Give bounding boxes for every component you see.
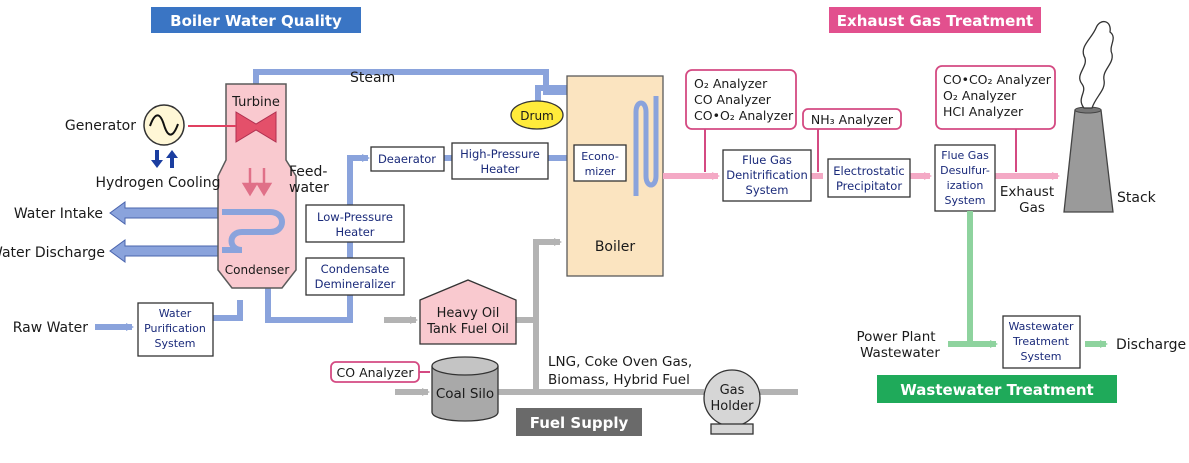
feed-water-label-2: water <box>289 180 329 196</box>
drum-label: Drum <box>520 109 553 123</box>
boiler-coil-icon <box>633 96 659 196</box>
flue-gas-desulfurization-box <box>934 144 996 212</box>
power-plant-wastewater-label-1: Power Plant <box>856 329 935 345</box>
exhaust-gas-treatment-banner <box>829 7 1041 33</box>
o2-analyzer-label: O₂ Analyzer <box>694 76 768 91</box>
turbine-label: Turbine <box>231 95 280 110</box>
hci-analyzer-label: HCI Analyzer <box>943 104 1024 119</box>
power-plant-wastewater-label-2: Wastewater <box>860 345 940 361</box>
desulfurization-line2: Desulfur- <box>940 164 990 177</box>
co-o2-analyzer-label: CO•O₂ Analyzer <box>694 108 794 123</box>
exhaust-gas-label-2: Gas <box>1019 200 1045 216</box>
coal-co-analyzer-label: CO Analyzer <box>337 365 415 380</box>
fuel-supply-banner <box>516 408 642 436</box>
gas-holder-line1: Gas <box>720 383 745 398</box>
boiler-water-quality-title: Boiler Water Quality <box>170 12 342 30</box>
desulfurization-line4: System <box>944 194 985 207</box>
fuels-label-2: Biomass, Hybrid Fuel <box>548 372 690 388</box>
coal-co-analyzer-box <box>330 361 420 383</box>
low-pressure-heater-line1: Low-Pressure <box>317 210 393 224</box>
denox-analyzer-box <box>685 69 797 130</box>
condensate-demineralizer-line1: Condensate <box>321 262 390 276</box>
coal-silo <box>431 366 499 422</box>
coal-silo-label: Coal Silo <box>436 386 494 402</box>
stack-analyzer-box <box>935 65 1056 130</box>
wastewater-treatment-title: Wastewater Treatment <box>900 381 1093 399</box>
high-pressure-heater-box <box>451 142 549 180</box>
coal-silo-top <box>431 356 499 376</box>
discharge-label: Discharge <box>1116 337 1186 353</box>
condenser-coil-icon <box>222 209 285 253</box>
condenser-label: Condenser <box>225 263 290 277</box>
turbine-condenser-body <box>217 83 297 289</box>
high-pressure-heater-line1: High-Pressure <box>460 147 540 161</box>
wastewater-treatment-box <box>1002 315 1081 369</box>
low-pressure-heater-line2: Heater <box>335 225 374 239</box>
condensate-demineralizer-line2: Demineralizer <box>315 277 396 291</box>
wastewater-pipes <box>948 211 1108 348</box>
boiler-water-quality-banner <box>151 7 361 33</box>
water-purification-box <box>137 302 214 357</box>
heavy-oil-line2: Tank Fuel Oil <box>426 322 509 337</box>
economizer-line2: mizer <box>585 165 616 178</box>
condensate-demineralizer-box <box>305 257 405 296</box>
nh3-analyzer-label: NH₃ Analyzer <box>811 112 894 127</box>
heat-arrows-icon <box>241 168 273 197</box>
co-co2-analyzer-label: CO•CO₂ Analyzer <box>943 72 1052 87</box>
water-discharge-label: Water Discharge <box>0 245 105 261</box>
wastewater-treatment-line3: System <box>1020 350 1061 363</box>
stack-label: Stack <box>1117 190 1157 206</box>
denitrification-line3: System <box>746 183 789 197</box>
wastewater-treatment-line1: Wastewater <box>1008 320 1074 333</box>
gas-holder-base <box>710 423 754 435</box>
turbine-icon <box>235 111 277 143</box>
fuel-pipes <box>384 238 798 396</box>
denitrification-line2: Denitrification <box>726 168 808 182</box>
gas-holder-line2: Holder <box>711 399 755 414</box>
raw-water-label: Raw Water <box>13 320 89 336</box>
wastewater-treatment-banner <box>877 375 1117 403</box>
feed-water-label-1: Feed- <box>289 164 327 180</box>
desulfurization-line3: ization <box>947 179 984 192</box>
deaerator-label: Deaerator <box>378 152 436 166</box>
hydrogen-cooling-arrows-icon <box>151 150 178 168</box>
precipitator-line1: Electrostatic <box>833 164 904 178</box>
exhaust-gas-treatment-title: Exhaust Gas Treatment <box>837 12 1033 30</box>
cooling-water-arrows <box>109 201 223 263</box>
stack-o2-analyzer-label: O₂ Analyzer <box>943 88 1017 103</box>
desulfurization-line1: Flue Gas <box>941 149 989 162</box>
economizer-line1: Econo- <box>581 150 619 163</box>
denitrification-line1: Flue Gas <box>742 153 792 167</box>
stack-icon <box>1063 109 1114 213</box>
generator-label: Generator <box>65 118 136 134</box>
heavy-oil-tank <box>419 279 517 345</box>
economizer-box <box>573 144 627 182</box>
deaerator-box <box>370 146 445 172</box>
wastewater-treatment-line2: Treatment <box>1012 335 1070 348</box>
water-purification-line1: Water <box>159 307 192 320</box>
sine-wave-icon <box>149 114 179 136</box>
heavy-oil-line1: Heavy Oil <box>437 306 500 321</box>
fuel-supply-title: Fuel Supply <box>530 414 629 432</box>
precipitator-line2: Precipitator <box>836 179 902 193</box>
flue-gas-denitrification-box <box>722 149 812 202</box>
water-purification-line2: Purification <box>144 322 206 335</box>
gas-holder <box>703 369 761 427</box>
high-pressure-heater-line2: Heater <box>480 162 519 176</box>
fuels-label-1: LNG, Coke Oven Gas, <box>548 354 692 370</box>
hydrogen-cooling-label: Hydrogen Cooling <box>96 175 221 191</box>
low-pressure-heater-box <box>305 204 405 243</box>
exhaust-gas-label-1: Exhaust <box>1000 184 1054 200</box>
smoke-icon <box>1079 21 1114 109</box>
steam-label: Steam <box>350 70 395 86</box>
electrostatic-precipitator-box <box>827 158 911 198</box>
boiler-label: Boiler <box>595 239 636 255</box>
nh3-analyzer-box <box>802 108 902 130</box>
water-intake-label: Water Intake <box>14 206 103 222</box>
drum <box>510 100 564 130</box>
co-analyzer-label: CO Analyzer <box>694 92 772 107</box>
water-purification-line3: System <box>154 337 195 350</box>
